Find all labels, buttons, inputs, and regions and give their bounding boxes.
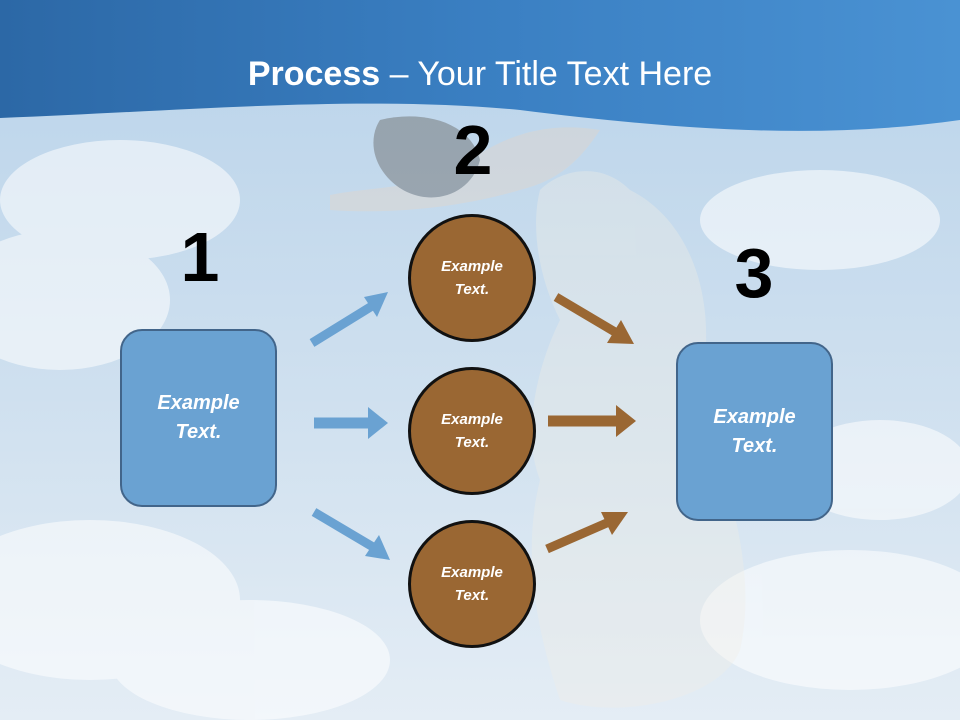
step-number-3: 3 <box>734 234 774 312</box>
step-2-circle-middle-text: Example Text. <box>441 411 503 451</box>
arrow-bottom-to-3 <box>545 512 628 554</box>
title-bold: Process <box>247 55 381 93</box>
title-rest: – Your Title Text Here <box>380 55 713 93</box>
title-band <box>0 0 960 131</box>
figure-silhouette <box>330 116 746 708</box>
arrow-1-to-bottom <box>311 508 390 560</box>
slide-title: Process – Your Title Text Here <box>0 50 960 98</box>
arrow-1-to-top <box>309 292 388 347</box>
step-number-2: 2 <box>453 111 493 189</box>
step-3-text: Example Text. <box>713 405 796 457</box>
step-2-circle-bottom: Example Text. <box>408 520 536 648</box>
arrow-1-to-middle <box>314 407 388 439</box>
step-2-circle-bottom-text: Example Text. <box>441 564 503 604</box>
step-3-box: Example Text. <box>676 342 833 521</box>
arrow-top-to-3 <box>553 293 634 344</box>
step-2-circle-top-text: Example Text. <box>441 258 503 298</box>
step-2-circle-top: Example Text. <box>408 214 536 342</box>
step-2-circle-middle: Example Text. <box>408 367 536 495</box>
step-number-1: 1 <box>180 218 220 296</box>
step-1-box: Example Text. <box>120 329 277 507</box>
arrow-middle-to-3 <box>548 405 636 437</box>
step-1-text: Example Text. <box>157 392 240 443</box>
